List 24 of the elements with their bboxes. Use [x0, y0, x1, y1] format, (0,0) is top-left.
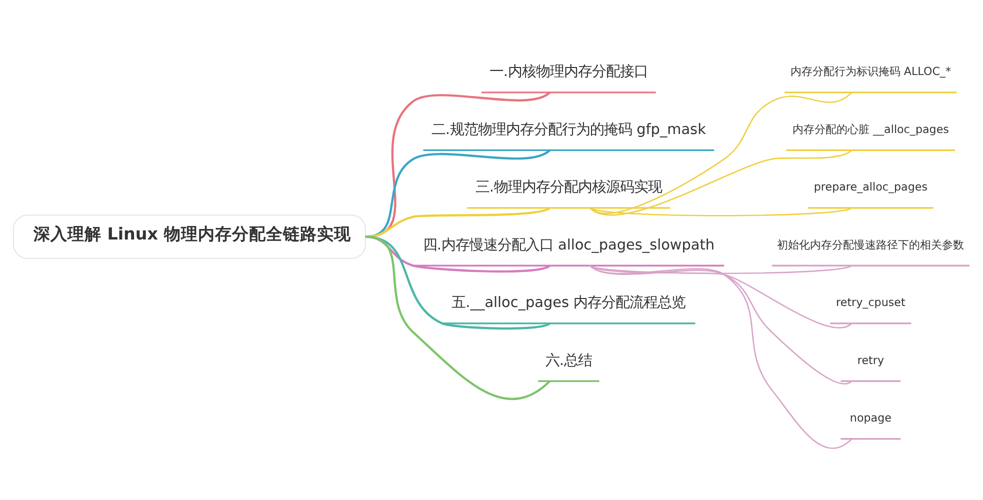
connector: [365, 90, 550, 238]
node-text: 三.物理内存分配内核源码实现: [475, 179, 662, 196]
node-text: 内存分配行为标识掩码 ALLOC_*: [790, 64, 952, 78]
node-text: retry_cpuset: [836, 296, 906, 309]
connector: [365, 206, 550, 238]
node-box: 深入理解 Linux 物理内存分配全链路实现: [12, 214, 366, 258]
connector: [589, 264, 852, 384]
connector: [589, 264, 852, 328]
node-text: 四.内存慢速分配入口 alloc_pages_slowpath: [422, 236, 714, 253]
connector: [589, 149, 852, 216]
node-text: 初始化内存分配慢速路径下的相关参数: [777, 238, 964, 251]
connector: [365, 148, 550, 238]
node-text: 内存分配的心脏 __alloc_pages: [792, 122, 949, 136]
node-text: 一.内核物理内存分配接口: [489, 64, 648, 80]
node-text: nopage: [850, 411, 892, 424]
node-text: 六.总结: [545, 352, 592, 368]
connector: [589, 264, 852, 448]
node-text: retry: [857, 353, 884, 366]
connector: [590, 206, 852, 216]
node-text: prepare_alloc_pages: [814, 180, 928, 194]
node-text: 二.规范物理内存分配行为的掩码 gfp_mask: [431, 121, 706, 138]
node-text: 五.__alloc_pages 内存分配流程总览: [452, 294, 686, 311]
connector: [365, 235, 550, 400]
connector: [590, 264, 852, 274]
